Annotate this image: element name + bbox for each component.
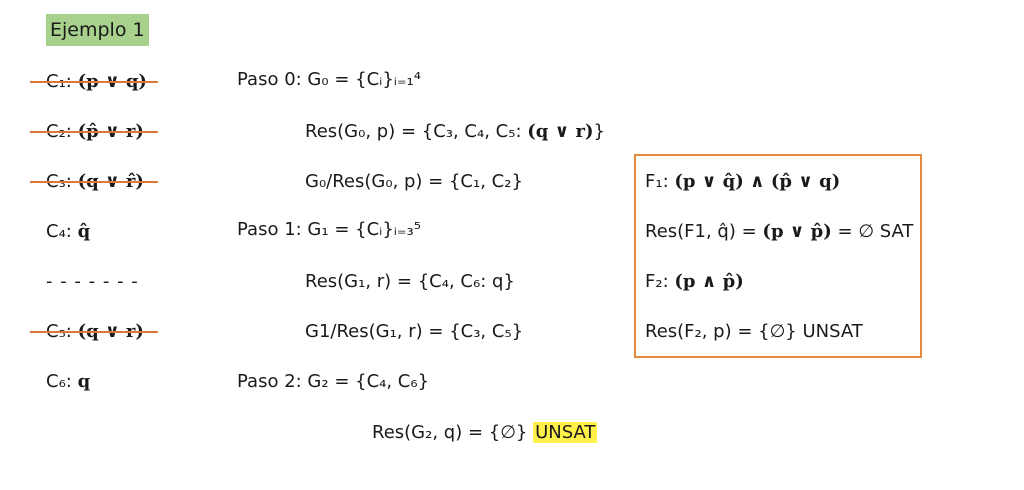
step-paso1: Paso 1: G₁ = {Cᵢ}ᵢ₌₃⁵ [237,219,421,240]
strike-line-c5 [30,331,158,333]
step-res-g2-q: Res(G₂, q) = {∅} UNSAT [372,421,598,445]
box-f1: F₁: (p ∨ q̂) ∧ (p̂ ∨ q) [645,170,840,194]
box-f1-label: F₁: [645,171,669,192]
step-g1-div: G1/Res(G₁, r) = {C₃, C₅} [305,321,524,342]
strike-line-c1 [30,81,158,83]
example-box [634,154,922,358]
page-title: Ejemplo 1 [46,14,149,46]
clause-c4-label: C₄: [46,221,72,242]
strike-line-c2 [30,131,158,133]
clause-c4: C₄: q̂ [46,220,90,244]
box-f2: F₂: (p ∧ p̂) [645,270,744,294]
step-res-g0-p-suffix: } [593,121,605,142]
box-res-f2: Res(F₂, p) = {∅} UNSAT [645,321,863,342]
clause-c6-label: C₆: [46,371,72,392]
step-paso2: Paso 2: G₂ = {C₄, C₆} [237,371,430,392]
step-res-g0-p-formula: (q ∨ r) [527,121,594,142]
box-f1-formula: (p ∨ q̂) ∧ (p̂ ∨ q) [674,171,841,192]
clause-c6-formula: q [77,371,91,392]
step-g0-div: G₀/Res(G₀, p) = {C₁, C₂} [305,171,523,192]
box-f2-formula: (p ∧ p̂) [674,271,744,292]
box-res-f1-suffix: = ∅ SAT [837,221,914,242]
clause-c4-formula: q̂ [77,221,91,242]
box-res-f1-formula: (p ∨ p̂) [762,221,832,242]
box-res-f1: Res(F1, q̂) = (p ∨ p̂) = ∅ SAT [645,220,913,244]
box-res-f1-prefix: Res(F1, q̂) = [645,221,757,242]
step-paso0: Paso 0: G₀ = {Cᵢ}ᵢ₌₁⁴ [237,69,421,90]
clause-c6: C₆: q [46,370,90,394]
step-res-g1-r: Res(G₁, r) = {C₄, C₆: q} [305,271,515,292]
unsat-highlight: UNSAT [533,422,598,443]
step-res-g0-p-prefix: Res(G₀, p) = {C₃, C₄, C₅: [305,121,522,142]
box-f2-label: F₂: [645,271,669,292]
step-res-g0-p: Res(G₀, p) = {C₃, C₄, C₅: (q ∨ r)} [305,120,605,144]
step-res-g2-q-prefix: Res(G₂, q) = {∅} [372,422,528,443]
strike-line-c3 [30,181,158,183]
separator-dashes: - - - - - - - [46,271,139,292]
